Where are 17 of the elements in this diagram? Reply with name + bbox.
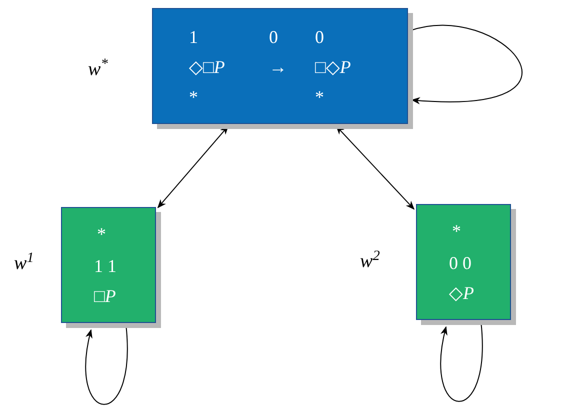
formula-text: 0 — [315, 26, 324, 49]
formula-text: → — [269, 56, 287, 79]
world-label: w$^{1}$ — [14, 252, 34, 276]
formula-text: □P — [94, 285, 116, 308]
formula-text: □◇P — [315, 56, 351, 79]
formula-text: 0 0 — [449, 252, 472, 275]
world-label: w$^{2}$ — [360, 250, 380, 274]
world-label: w$^{*}$ — [88, 58, 108, 82]
formula-text: ◇□P — [189, 56, 225, 79]
formula-text: * — [189, 86, 198, 109]
formula-text: * — [452, 220, 461, 243]
formula-text: 1 — [189, 26, 198, 49]
formula-text: * — [315, 86, 324, 109]
formula-text: ◇P — [449, 282, 474, 305]
formula-text: 0 — [269, 26, 278, 49]
formula-text: * — [97, 223, 106, 246]
formula-text: 1 1 — [94, 255, 116, 278]
